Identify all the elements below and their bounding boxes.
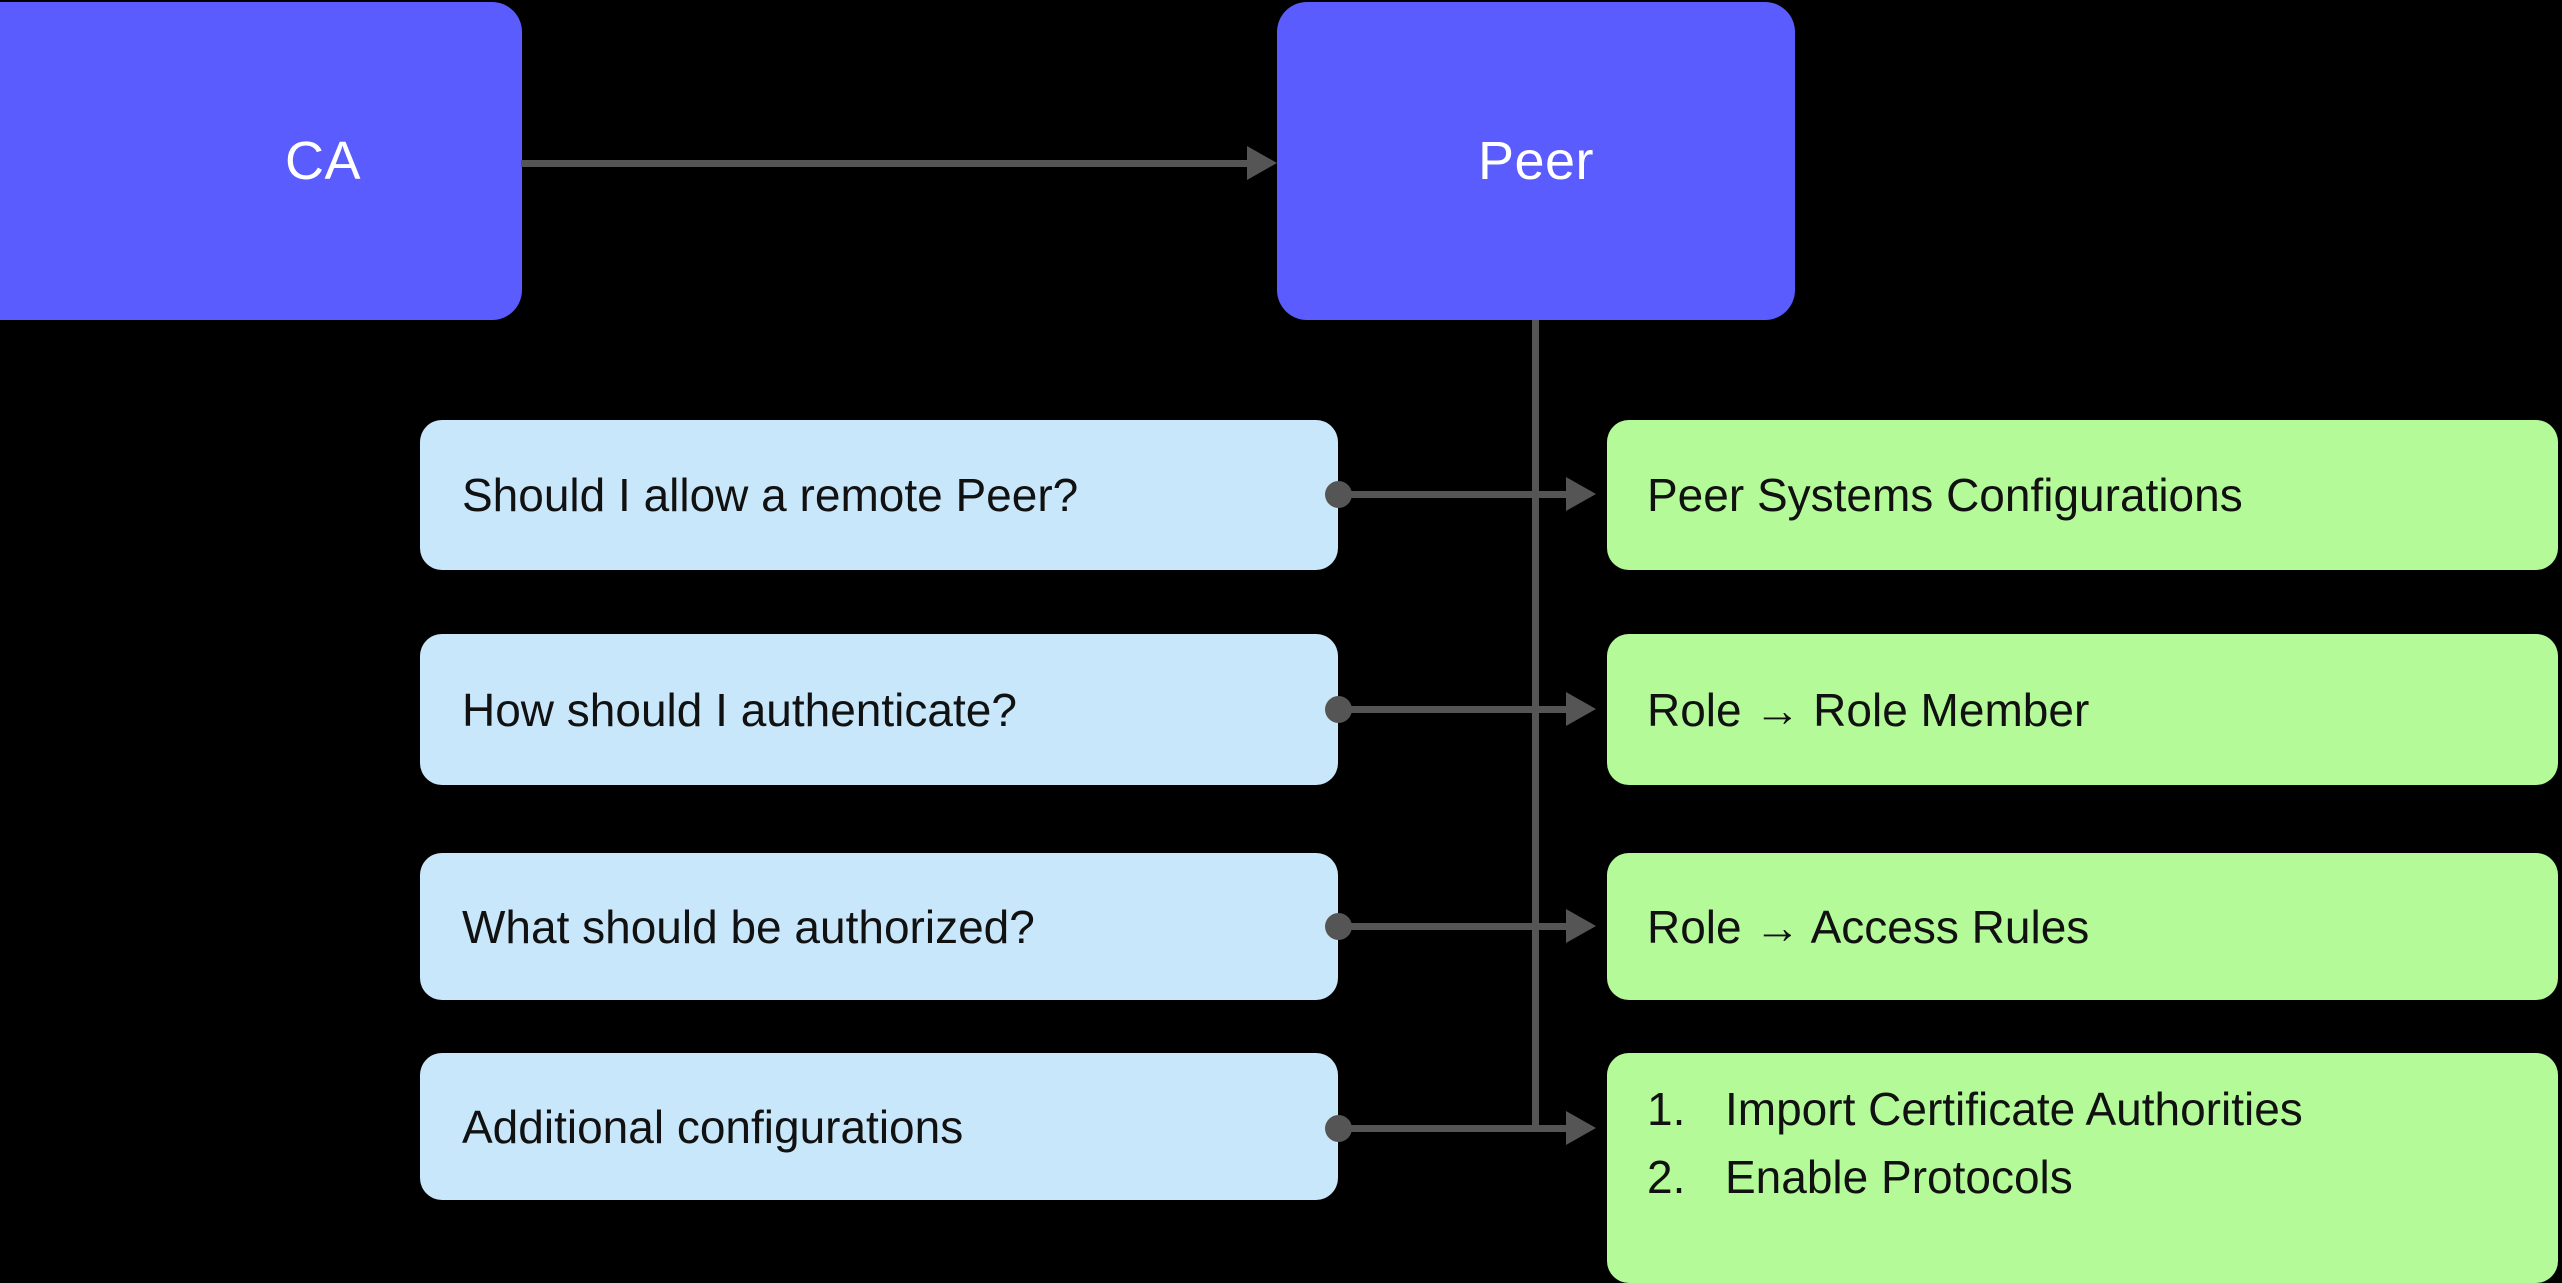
list-item-marker: 1. — [1647, 1083, 1686, 1135]
arrowhead-icon-row-1 — [1566, 477, 1596, 511]
node-answer-3-label: Role → Access Rules — [1647, 900, 2090, 953]
node-ca-label: CA — [284, 131, 361, 191]
node-question-2[interactable]: How should I authenticate? — [420, 634, 1338, 785]
edge-question-4-to-answer-4 — [1338, 1125, 1570, 1132]
node-ca[interactable]: CA — [0, 2, 522, 320]
node-answer-3[interactable]: Role → Access Rules — [1607, 853, 2558, 1000]
edge-question-1-to-answer-1 — [1338, 491, 1570, 498]
node-answer-4[interactable]: 1. Import Certificate Authorities 2. Ena… — [1607, 1053, 2558, 1283]
node-peer-label: Peer — [1477, 131, 1595, 191]
list-item-text: Enable Protocols — [1725, 1151, 2073, 1203]
arrowhead-icon-row-4 — [1566, 1111, 1596, 1145]
node-answer-2[interactable]: Role → Role Member — [1607, 634, 2558, 785]
node-answer-2-label: Role → Role Member — [1647, 683, 2090, 736]
node-question-3[interactable]: What should be authorized? — [420, 853, 1338, 1000]
list-item-marker: 2. — [1647, 1151, 1686, 1203]
list-item-text: Import Certificate Authorities — [1725, 1083, 2303, 1135]
node-answer-1-label: Peer Systems Configurations — [1647, 469, 2243, 521]
node-answer-1[interactable]: Peer Systems Configurations — [1607, 420, 2558, 570]
edge-peer-trunk — [1532, 320, 1539, 1132]
node-question-4-label: Additional configurations — [462, 1100, 964, 1153]
node-peer[interactable]: Peer — [1277, 2, 1795, 320]
node-question-4[interactable]: Additional configurations — [420, 1053, 1338, 1200]
arrowhead-icon-ca-peer — [1247, 146, 1277, 180]
list-item: 2. Enable Protocols — [1647, 1143, 2303, 1211]
list-item: 1. Import Certificate Authorities — [1647, 1075, 2303, 1143]
node-question-2-label: How should I authenticate? — [462, 683, 1017, 736]
arrowhead-icon-row-2 — [1566, 692, 1596, 726]
edge-question-2-to-answer-2 — [1338, 706, 1570, 713]
edge-ca-to-peer — [521, 160, 1249, 167]
edge-question-3-to-answer-3 — [1338, 923, 1570, 930]
node-question-1[interactable]: Should I allow a remote Peer? — [420, 420, 1338, 570]
node-question-3-label: What should be authorized? — [462, 900, 1035, 953]
arrowhead-icon-row-3 — [1566, 909, 1596, 943]
answer-4-list: 1. Import Certificate Authorities 2. Ena… — [1647, 1075, 2303, 1211]
node-question-1-label: Should I allow a remote Peer? — [462, 469, 1079, 521]
